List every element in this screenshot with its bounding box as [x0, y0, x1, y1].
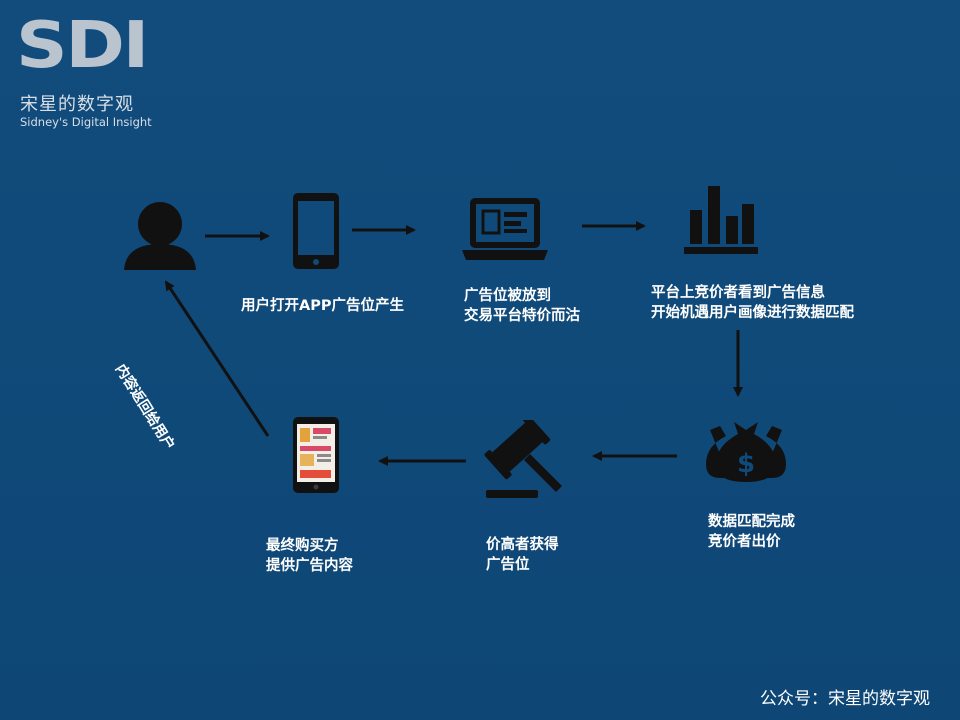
gavel-icon: [484, 420, 562, 498]
caption-step-2-line-1: 广告位被放到: [464, 288, 551, 304]
caption-step-5-line-2: 广告位: [486, 557, 530, 573]
logo-name-en: Sidney's Digital Insight: [20, 115, 152, 129]
caption-step-1-line-1: 用户打开APP广告位产生: [241, 298, 404, 314]
money-bags-icon: $: [706, 422, 786, 482]
caption-step-6-line-2: 提供广告内容: [266, 558, 353, 574]
caption-step-3: 平台上竞价者看到广告信息 开始机遇用户画像进行数据匹配: [651, 283, 854, 323]
footer-wechat-account: 公众号：宋星的数字观: [760, 689, 930, 709]
user-icon: [124, 202, 196, 270]
caption-step-3-line-2: 开始机遇用户画像进行数据匹配: [651, 305, 854, 321]
svg-text:$: $: [737, 449, 755, 479]
caption-step-2-line-2: 交易平台特价而沽: [464, 308, 580, 324]
caption-step-5-line-1: 价高者获得: [486, 537, 559, 553]
bar-chart-icon: [684, 186, 758, 254]
caption-step-6: 最终购买方 提供广告内容: [266, 536, 353, 576]
tablet-ad-icon: [293, 417, 339, 493]
sdi-logo: SDI 宋星的数字观 Sidney's Digital Insight: [16, 14, 166, 134]
phone-icon: [293, 193, 339, 269]
logo-mark: SDI: [16, 9, 149, 83]
caption-step-6-line-1: 最终购买方: [266, 538, 339, 554]
caption-step-4: 数据匹配完成 竞价者出价: [708, 512, 795, 552]
caption-step-1: 用户打开APP广告位产生: [241, 296, 404, 316]
caption-step-3-line-1: 平台上竞价者看到广告信息: [651, 285, 825, 301]
caption-step-4-line-2: 竞价者出价: [708, 534, 781, 550]
logo-name-cn: 宋星的数字观: [20, 94, 134, 115]
caption-step-4-line-1: 数据匹配完成: [708, 514, 795, 530]
arrow-tablet-to-user: [164, 280, 270, 437]
caption-step-2: 广告位被放到 交易平台特价而沽: [464, 286, 580, 326]
laptop-icon: [462, 198, 548, 260]
caption-step-5: 价高者获得 广告位: [486, 535, 559, 575]
